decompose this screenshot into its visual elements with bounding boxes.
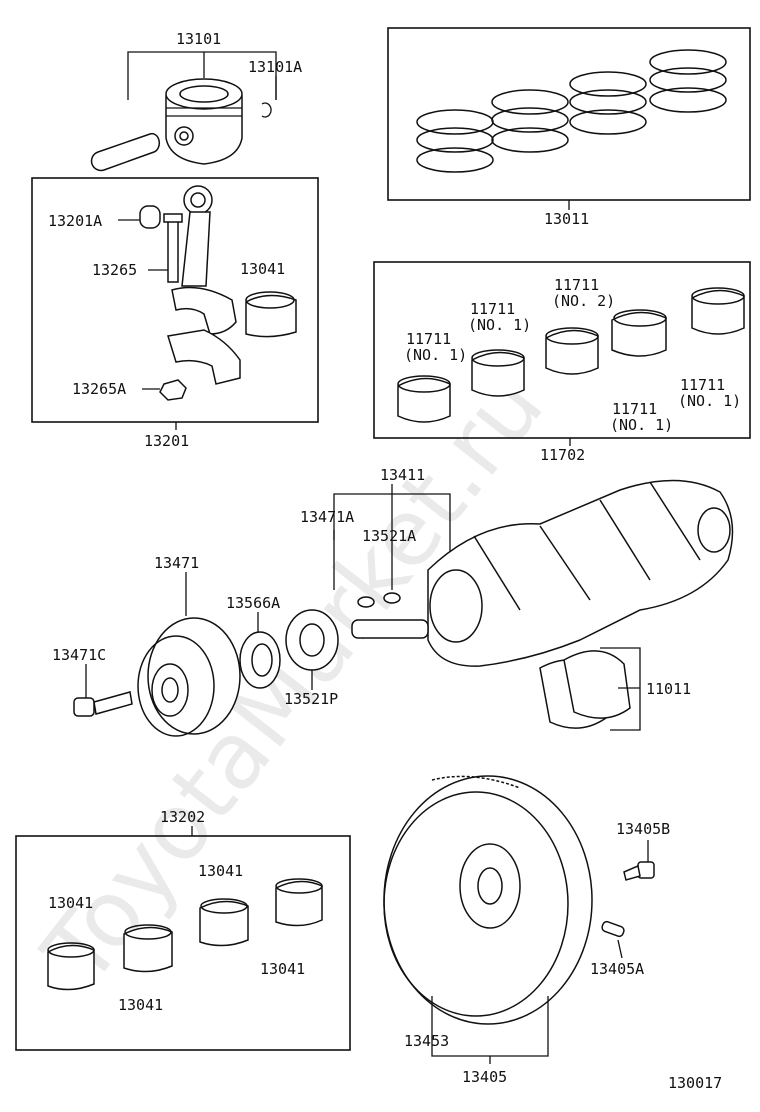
label-13405: 13405: [462, 1068, 507, 1086]
label-13265a: 13265A: [72, 380, 126, 398]
rod-bearing-set-drawing-4: [275, 878, 323, 927]
oil-seal-spacer-drawing: [239, 612, 281, 689]
label-13041-rod: 13041: [240, 260, 285, 278]
crankshaft-drawing: [351, 479, 734, 667]
rod-bearing-drawing: [245, 291, 297, 338]
label-13041-set-2: 13041: [198, 862, 243, 880]
crank-timing-gear-drawing: [285, 609, 339, 690]
main-bearing-drawing-5: [691, 287, 745, 335]
label-13041-set-4: 13041: [260, 960, 305, 978]
label-11711-4-grade: (NO. 1): [610, 416, 673, 434]
rod-cap-drawing: [167, 329, 241, 385]
crank-pulley-group: 13471 13566A 13471C 13521P: [52, 554, 339, 737]
ring-stack-drawing: [416, 49, 727, 173]
label-11711-5: 11711: [680, 376, 725, 394]
label-13041-set-1: 13041: [48, 894, 93, 912]
flywheel-group: 13405B 13405A 13453 13405: [383, 775, 670, 1086]
label-13265: 13265: [92, 261, 137, 279]
rod-bearing-set-drawing-1: [47, 942, 95, 991]
label-13405b: 13405B: [616, 820, 670, 838]
thrust-washer-group: 11011: [539, 647, 691, 731]
piston-group: 13101 13101A: [90, 30, 302, 172]
label-11711-3: 11711: [554, 276, 599, 294]
label-13041-set-3: 13041: [118, 996, 163, 1014]
label-13471: 13471: [154, 554, 199, 572]
flywheel-drawing: [383, 775, 593, 1025]
rod-bolt-drawing: [148, 213, 183, 283]
label-13521a: 13521A: [362, 527, 416, 545]
label-11702: 11702: [540, 446, 585, 464]
main-bearing-drawing-3: [545, 327, 599, 375]
main-bearing-set-group: 11711 (NO. 1) 11711 (NO. 1) 11711 (NO. 2…: [373, 261, 751, 464]
piston-drawing: [165, 78, 243, 165]
main-bearing-drawing-4: [611, 309, 667, 357]
connecting-rod-group: 13201A 13265 13041 13265A 13201: [31, 177, 319, 450]
label-13471c: 13471C: [52, 646, 106, 664]
label-13202: 13202: [160, 808, 205, 826]
pulley-bolt-drawing: [73, 664, 133, 717]
flywheel-bolt-drawing: [623, 840, 655, 881]
label-11711-4: 11711: [612, 400, 657, 418]
snap-ring-drawing: [261, 102, 272, 118]
main-bearing-drawing-2: [471, 349, 525, 397]
rod-bushing-drawing: [118, 205, 161, 229]
crankshaft-group: 13411 13471A 13521A: [300, 466, 734, 667]
label-11711-2: 11711: [470, 300, 515, 318]
label-13201a: 13201A: [48, 212, 102, 230]
label-13521p: 13521P: [284, 690, 338, 708]
label-13411: 13411: [380, 466, 425, 484]
label-13101a: 13101A: [248, 58, 302, 76]
woodruff-keys-drawing: [357, 592, 401, 608]
label-11711-1: 11711: [406, 330, 451, 348]
main-bearing-drawing-1: [397, 375, 451, 423]
label-13453: 13453: [404, 1032, 449, 1050]
connecting-rod-drawing: [171, 185, 237, 335]
piston-ring-set-group: 13011: [387, 27, 751, 228]
crank-pulley-drawing: [137, 617, 241, 737]
label-11711-2-grade: (NO. 1): [468, 316, 531, 334]
label-13011: 13011: [544, 210, 589, 228]
label-13471a: 13471A: [300, 508, 354, 526]
label-11711-5-grade: (NO. 1): [678, 392, 741, 410]
piston-pin-drawing: [90, 132, 161, 172]
label-13201: 13201: [144, 432, 189, 450]
diagram-id-label: 130017: [668, 1074, 722, 1092]
label-11011: 11011: [646, 680, 691, 698]
label-13405a: 13405A: [590, 960, 644, 978]
flywheel-dowel-pin-drawing: [601, 920, 625, 959]
label-11711-1-grade: (NO. 1): [404, 346, 467, 364]
rod-bearing-set-group: 13202 13041 13041 13041 13041: [15, 808, 351, 1051]
label-13566a: 13566A: [226, 594, 280, 612]
rod-bearing-set-drawing-3: [199, 898, 249, 947]
rod-bearing-set-drawing-2: [123, 924, 173, 973]
label-13101: 13101: [176, 30, 221, 48]
label-11711-3-grade: (NO. 2): [552, 292, 615, 310]
rod-nut-drawing: [142, 379, 187, 401]
